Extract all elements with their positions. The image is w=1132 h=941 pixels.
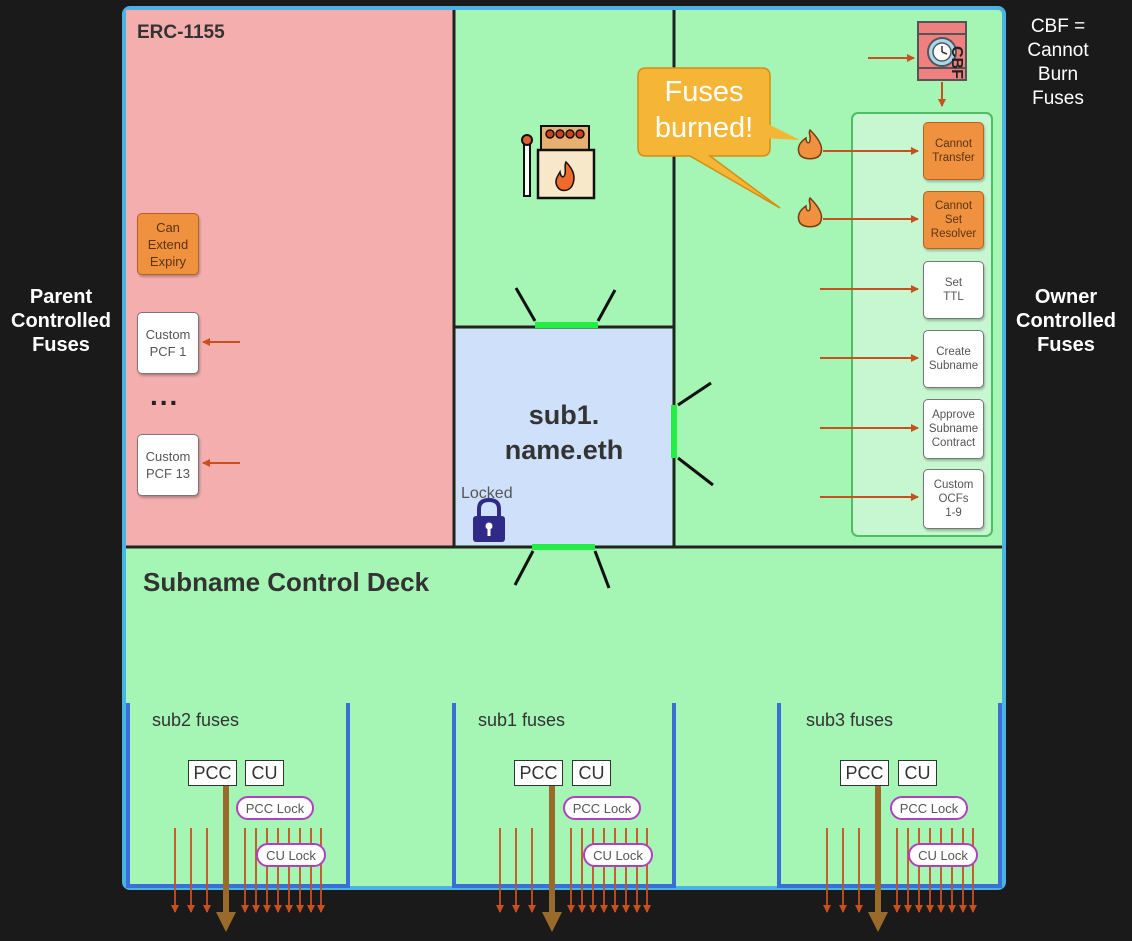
sub3-cu: CU bbox=[898, 760, 937, 786]
sub3-cu-lock: CU Lock bbox=[908, 843, 978, 867]
sub1-fuses-label: sub1 fuses bbox=[478, 710, 566, 730]
cbf-definition: CBF = Cannot Burn Fuses bbox=[1027, 16, 1089, 109]
deck-title: Subname Control Deck bbox=[143, 567, 430, 597]
custom-pcf-1-fuse: Custom PCF 1 bbox=[137, 312, 199, 374]
sub2-pcc-lock: PCC Lock bbox=[236, 796, 314, 820]
parent-controlled-fuses-label: Parent Controlled Fuses bbox=[11, 286, 111, 356]
matchbox-icon bbox=[521, 125, 596, 200]
sub-compartments bbox=[126, 703, 1002, 888]
sub3-pcc: PCC bbox=[840, 760, 889, 786]
can-extend-expiry-fuse: Can Extend Expiry bbox=[137, 213, 199, 275]
sub2-cu-lock: CU Lock bbox=[256, 843, 326, 867]
fuses-burned-callout bbox=[637, 67, 781, 209]
center-name: sub1. name.eth bbox=[504, 400, 624, 465]
flame-icon-1 bbox=[797, 128, 823, 160]
padlock-icon bbox=[473, 497, 505, 542]
sub2-cu: CU bbox=[245, 760, 284, 786]
sub1-pcc-lock: PCC Lock bbox=[563, 796, 641, 820]
cbf-tag: CBF bbox=[948, 46, 965, 79]
custom-pcf-13-fuse: Custom PCF 13 bbox=[137, 434, 199, 496]
sub2-fuses-label: sub2 fuses bbox=[152, 710, 240, 730]
sub2-pcc: PCC bbox=[188, 760, 237, 786]
fuses-burned-text: Fuses burned! bbox=[654, 76, 754, 144]
ellipsis: ... bbox=[150, 380, 180, 411]
sub1-cu: CU bbox=[572, 760, 611, 786]
sub3-pcc-lock: PCC Lock bbox=[890, 796, 968, 820]
center-name-panel bbox=[456, 329, 672, 545]
flame-icon-2 bbox=[797, 196, 823, 228]
sub1-cu-lock: CU Lock bbox=[583, 843, 653, 867]
sub1-pcc: PCC bbox=[514, 760, 563, 786]
erc-title: ERC-1155 bbox=[137, 22, 225, 43]
sub3-fuses-label: sub3 fuses bbox=[806, 710, 894, 730]
locked-label: Locked bbox=[461, 485, 513, 502]
dynamite-clock-icon bbox=[917, 21, 967, 81]
owner-controlled-fuses-label: Owner Controlled Fuses bbox=[1016, 286, 1116, 356]
